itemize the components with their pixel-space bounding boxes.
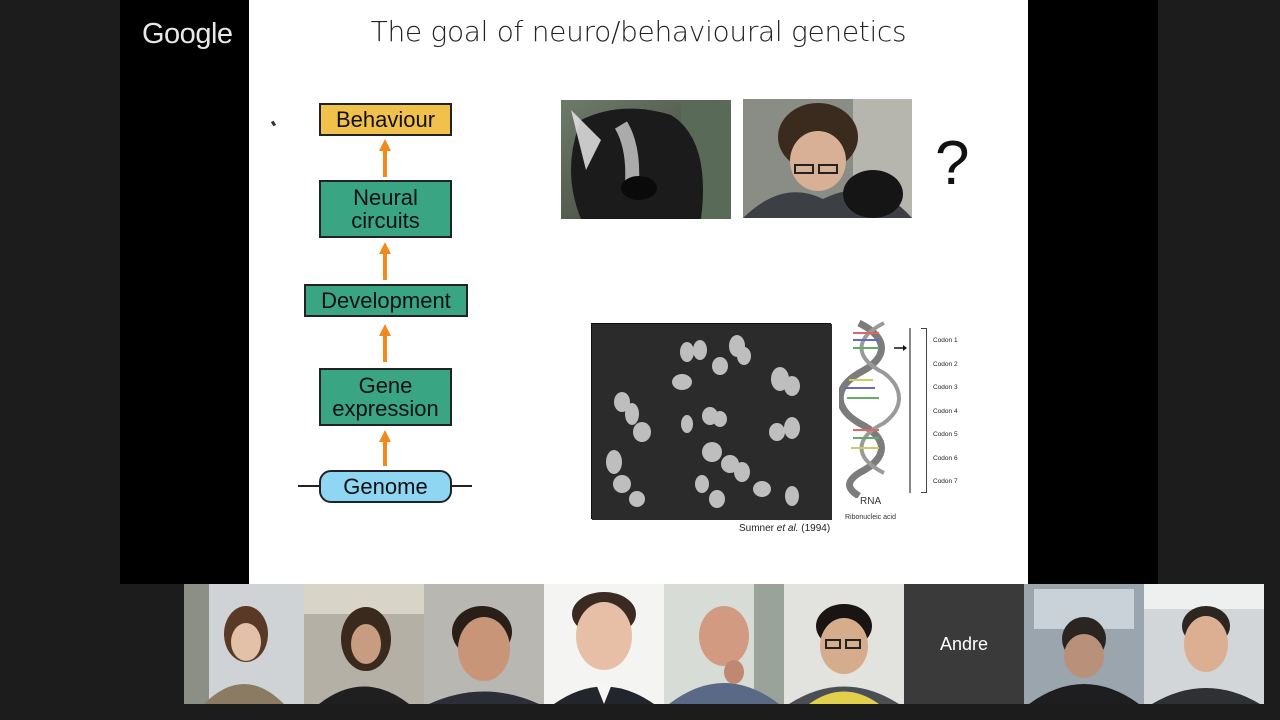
rna-strand bbox=[909, 328, 911, 493]
codon-label: Codon 5 bbox=[933, 431, 958, 438]
google-logo: Google bbox=[142, 18, 233, 50]
up-arrow-icon bbox=[379, 324, 391, 362]
question-mark: ? bbox=[935, 129, 970, 198]
chromosome-micrograph bbox=[591, 323, 832, 520]
rna-sublabel: Ribonucleic acid bbox=[845, 514, 896, 521]
caption-year: (1994) bbox=[801, 523, 831, 534]
rna-label: RNA bbox=[860, 496, 882, 507]
dog-photo bbox=[561, 100, 731, 219]
flow-box-label: Genome bbox=[343, 473, 428, 499]
flow-box-gene-expression: Gene expression bbox=[319, 368, 452, 426]
rna-helix-diagram: Codon 1 Codon 2 Codon 3 Codon 4 Codon 5 … bbox=[839, 318, 979, 528]
up-arrow-icon bbox=[379, 242, 391, 280]
flow-box-label: Behaviour bbox=[335, 106, 436, 132]
shared-slide: The goal of neuro/behavioural genetics B… bbox=[249, 0, 1028, 584]
caption-etal: et al. bbox=[776, 523, 799, 534]
slide-title: The goal of neuro/behavioural genetics bbox=[370, 15, 907, 48]
micrograph-caption: Sumner et al. (1994) bbox=[739, 523, 830, 534]
codon-label: Codon 3 bbox=[933, 384, 958, 391]
flow-box-neural-circuits: Neural circuits bbox=[319, 180, 452, 238]
flow-box-genome: Genome bbox=[319, 470, 452, 503]
participant-tile-p9[interactable] bbox=[1144, 584, 1264, 704]
codon-label: Codon 7 bbox=[933, 478, 958, 485]
up-arrow-icon bbox=[379, 430, 391, 466]
caption-author: Sumner bbox=[739, 523, 775, 534]
participant-tile-p1[interactable] bbox=[184, 584, 304, 704]
participant-tile-p2[interactable] bbox=[304, 584, 424, 704]
participant-strip: Andre bbox=[184, 584, 1264, 704]
flow-box-label: Development bbox=[321, 287, 451, 313]
participant-tile-p7[interactable]: Andre bbox=[904, 584, 1024, 704]
participant-tile-p6[interactable] bbox=[784, 584, 904, 704]
codon-label: Codon 4 bbox=[933, 408, 958, 415]
flow-box-development: Development bbox=[304, 284, 468, 317]
participant-tile-p4[interactable] bbox=[544, 584, 664, 704]
participant-name: Andre bbox=[939, 633, 989, 654]
flow-box-label: Neural circuits bbox=[351, 184, 420, 233]
flow-box-label: Gene expression bbox=[332, 372, 439, 421]
cursor-icon bbox=[270, 120, 277, 127]
participant-tile-p5[interactable] bbox=[664, 584, 784, 704]
person-with-cat-photo bbox=[743, 99, 912, 218]
participant-tile-p3[interactable] bbox=[424, 584, 544, 704]
up-arrow-icon bbox=[379, 139, 391, 177]
codon-label: Codon 2 bbox=[933, 361, 958, 368]
codon-bracket bbox=[921, 328, 927, 493]
codon-label: Codon 6 bbox=[933, 455, 958, 462]
genome-line-right bbox=[450, 485, 472, 487]
flow-box-behaviour: Behaviour bbox=[319, 103, 452, 136]
codon-label: Codon 1 bbox=[933, 337, 958, 344]
genome-line-left bbox=[298, 485, 320, 487]
participant-tile-p8[interactable] bbox=[1024, 584, 1144, 704]
